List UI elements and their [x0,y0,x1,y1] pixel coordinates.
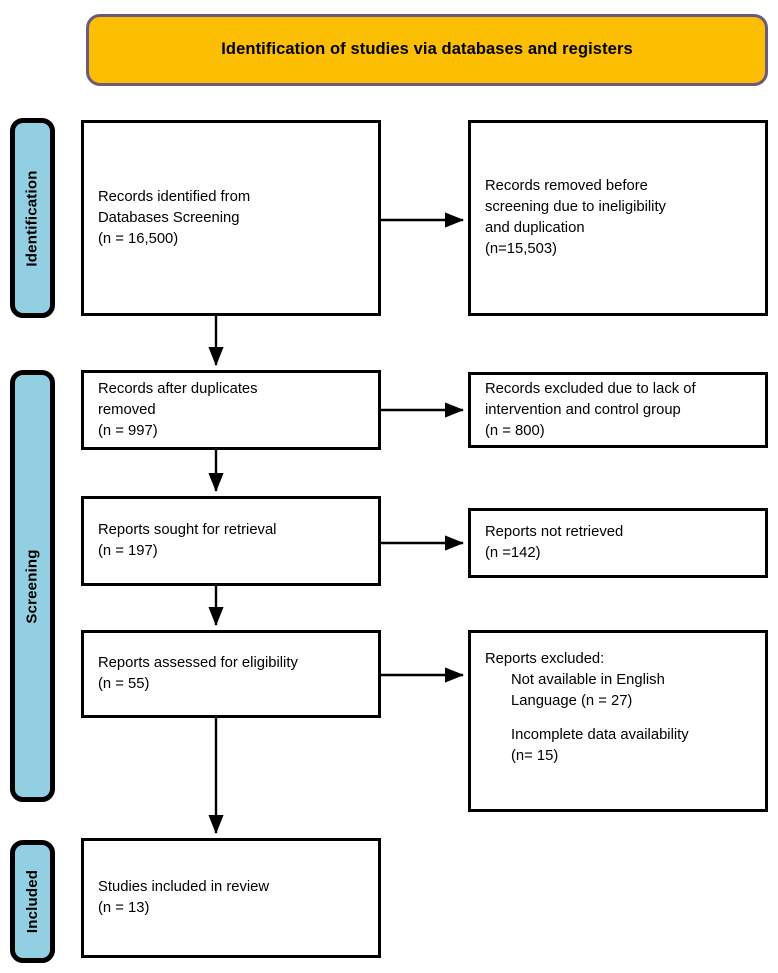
box-after-duplicates-line-2: removed [98,401,156,418]
box-reports-excluded-reason1-line2: Language (n = 27) [511,693,633,709]
box-excluded-lack-count: (n = 800) [485,422,545,439]
box-records-identified-count: (n = 16,500) [98,230,179,247]
diagram-title: Identification of studies via databases … [221,40,633,59]
box-reports-not-retrieved: Reports not retrieved (n =142) [468,508,768,578]
diagram-header-banner: Identification of studies via databases … [86,14,768,86]
box-records-identified-line-2: Databases Screening [98,209,240,226]
box-reports-excluded-reason2-line1: Incomplete data availability [511,727,689,743]
box-reports-assessed-eligibility: Reports assessed for eligibility (n = 55… [81,630,381,718]
box-assessed-eligibility-line-1: Reports assessed for eligibility [98,655,298,671]
box-included-review-count: (n = 13) [98,900,150,916]
box-records-identified: Records identified from Databases Screen… [81,120,381,316]
box-assessed-eligibility-count: (n = 55) [98,676,150,692]
box-sought-retrieval-line-1: Reports sought for retrieval [98,522,277,538]
box-reports-sought-retrieval: Reports sought for retrieval (n = 197) [81,496,381,586]
box-reports-excluded-reason1-line1: Not available in English [511,672,665,688]
box-records-identified-line-1: Records identified from [98,188,251,205]
box-after-duplicates-line-1: Records after duplicates [98,380,258,397]
box-sought-retrieval-count: (n = 197) [98,543,158,559]
box-records-removed-count: (n=15,503) [485,241,557,257]
box-records-removed-line-3: and duplication [485,220,585,236]
stage-label-included: Included [24,869,41,934]
box-records-removed-line-2: screening due to ineligibility [485,199,666,215]
box-records-removed-line-1: Records removed before [485,178,648,194]
stage-bar-identification: Identification [10,118,55,318]
box-records-excluded-lack: Records excluded due to lack of interven… [468,372,768,448]
box-records-removed-before-screening: Records removed before screening due to … [468,120,768,316]
box-reports-excluded-heading: Reports excluded: [485,651,605,667]
box-reports-excluded-reason2-line2: (n= 15) [511,748,559,764]
box-not-retrieved-count: (n =142) [485,545,541,561]
box-not-retrieved-line-1: Reports not retrieved [485,524,624,540]
box-reports-excluded-spacer [485,712,751,725]
stage-bar-screening: Screening [10,370,55,802]
stage-label-identification: Identification [24,169,42,267]
box-records-after-duplicates: Records after duplicates removed (n = 99… [81,370,381,450]
box-included-review-line-1: Studies included in review [98,879,270,895]
box-excluded-lack-line-1: Records excluded due to lack of [485,380,696,397]
stage-bar-included: Included [10,840,55,963]
stage-label-screening: Screening [24,548,42,624]
box-studies-included-review: Studies included in review (n = 13) [81,838,381,958]
box-excluded-lack-line-2: intervention and control group [485,401,681,418]
box-reports-excluded: Reports excluded: Not available in Engli… [468,630,768,812]
box-after-duplicates-count: (n = 997) [98,422,158,439]
